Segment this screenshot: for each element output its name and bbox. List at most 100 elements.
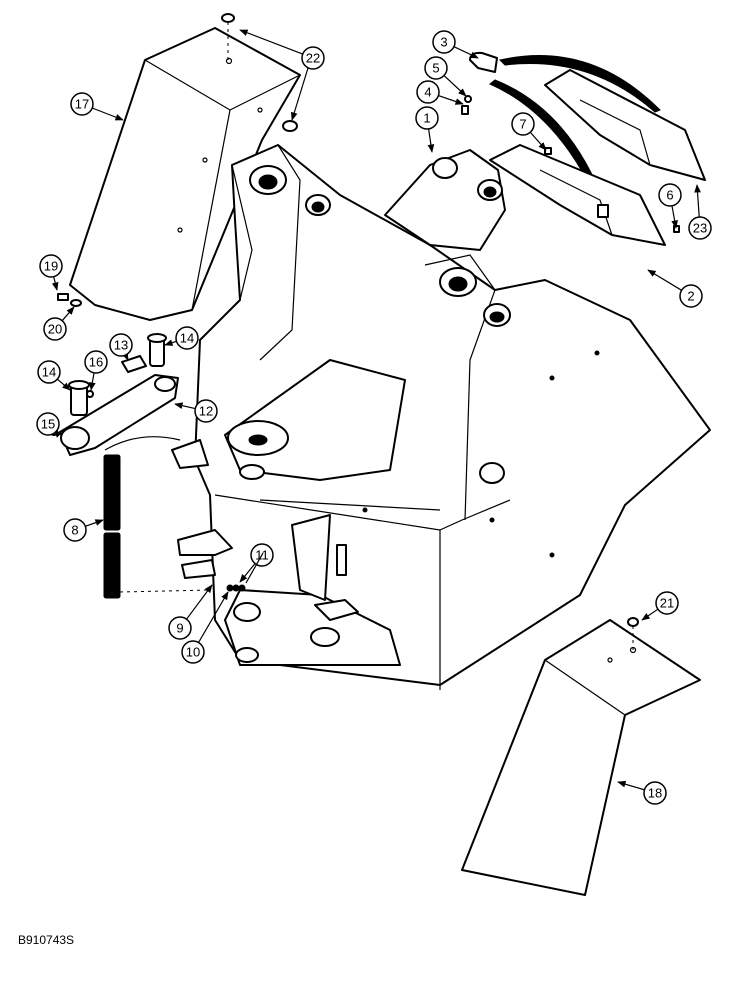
callout-label: 18 (648, 786, 662, 801)
callout-1: 1 (415, 106, 439, 153)
callout-label: 2 (687, 289, 694, 304)
callout-leader (239, 563, 256, 583)
callout-circle (36, 412, 60, 436)
callout-circle (415, 106, 439, 130)
wear-pads-8 (103, 454, 211, 599)
wear-strip-2 (489, 144, 680, 246)
callout-16: 16 (84, 350, 108, 391)
callout-label: 15 (41, 417, 55, 432)
callout-leader (671, 205, 678, 229)
callout-18: 18 (617, 780, 667, 805)
pins-14 (68, 333, 167, 416)
callout-leader (453, 46, 479, 59)
callout-19: 19 (39, 254, 63, 291)
callout-label: 9 (176, 621, 183, 636)
callout-label: 19 (44, 259, 58, 274)
callout-leader (186, 584, 213, 620)
callout-label: 1 (423, 111, 430, 126)
callout-circle (194, 399, 218, 423)
callout-label: 5 (432, 61, 439, 76)
callout-leader (85, 519, 104, 527)
callout-22: 22 (239, 29, 325, 70)
callout-circle (301, 46, 325, 70)
callout-label: 21 (660, 596, 674, 611)
callout-label: 8 (71, 523, 78, 538)
callout-label: 22 (306, 51, 320, 66)
callout-circle (175, 326, 199, 350)
callout-leader (529, 131, 547, 151)
callout-14: 14 (164, 326, 199, 350)
callout-label: 3 (440, 35, 447, 50)
cover-plate-18 (461, 617, 701, 896)
callout-15: 15 (36, 412, 62, 438)
callout-3: 3 (432, 30, 479, 59)
callout-leader (694, 184, 701, 218)
callout-label: 20 (48, 322, 62, 337)
callout-circle (37, 360, 61, 384)
bolt-19-washer-20 (57, 293, 82, 307)
callout-21: 21 (641, 591, 679, 621)
callout-6: 6 (658, 183, 682, 229)
callout-22-leader-secondary (291, 67, 309, 121)
callout-label: 12 (199, 404, 213, 419)
callout-9-10-leader (245, 552, 264, 584)
callout-circle (181, 640, 205, 664)
callout-circle (679, 284, 703, 308)
callout-8: 8 (63, 518, 104, 542)
pins-22 (221, 13, 298, 132)
callout-leader (647, 269, 682, 291)
callout-circle (432, 30, 456, 54)
callout-leader (198, 591, 229, 643)
callout-14: 14 (37, 360, 71, 391)
callout-leader (443, 75, 467, 97)
callout-circle (39, 254, 63, 278)
callout-circle (655, 591, 679, 615)
callout-label: 14 (42, 365, 56, 380)
pin-16 (86, 390, 94, 398)
callout-leader (174, 402, 196, 410)
callout-leader (239, 29, 303, 55)
callout-circle (688, 216, 712, 240)
callout-leader (617, 780, 645, 791)
callout-leader (51, 276, 59, 291)
callout-2: 2 (647, 269, 703, 308)
callout-circle (63, 518, 87, 542)
clip-13 (121, 355, 147, 373)
callout-leader (641, 608, 659, 621)
callout-4: 4 (416, 80, 464, 105)
callout-label: 4 (424, 85, 431, 100)
document-id: B910743S (18, 933, 75, 947)
callout-7: 7 (511, 112, 547, 151)
callout-label: 6 (666, 188, 673, 203)
callout-label: 7 (519, 117, 526, 132)
cover-plate-17 (69, 27, 301, 321)
callout-leader (92, 107, 124, 121)
callout-label: 14 (180, 331, 194, 346)
callout-circle (511, 112, 535, 136)
callout-leader (427, 128, 435, 153)
callout-12: 12 (174, 399, 218, 423)
callout-17: 17 (70, 92, 124, 121)
callout-label: 10 (186, 645, 200, 660)
callout-leader (89, 372, 96, 391)
callout-circle (168, 616, 192, 640)
callout-label: 16 (89, 355, 103, 370)
callout-circle (643, 781, 667, 805)
callout-13: 13 (109, 333, 133, 361)
callout-9: 9 (168, 584, 213, 640)
callout-circle (424, 56, 448, 80)
callout-leader (61, 306, 75, 322)
callout-10: 10 (181, 591, 229, 664)
callout-23: 23 (688, 184, 712, 240)
callout-circle (109, 333, 133, 357)
callout-5: 5 (424, 56, 467, 97)
callout-circle (70, 92, 94, 116)
loader-frame-1 (171, 144, 711, 690)
callout-circle (416, 80, 440, 104)
callout-label: 17 (75, 97, 89, 112)
callout-label: 13 (114, 338, 128, 353)
callout-leader (438, 94, 464, 105)
callout-circle (658, 183, 682, 207)
callout-circle (43, 317, 67, 341)
